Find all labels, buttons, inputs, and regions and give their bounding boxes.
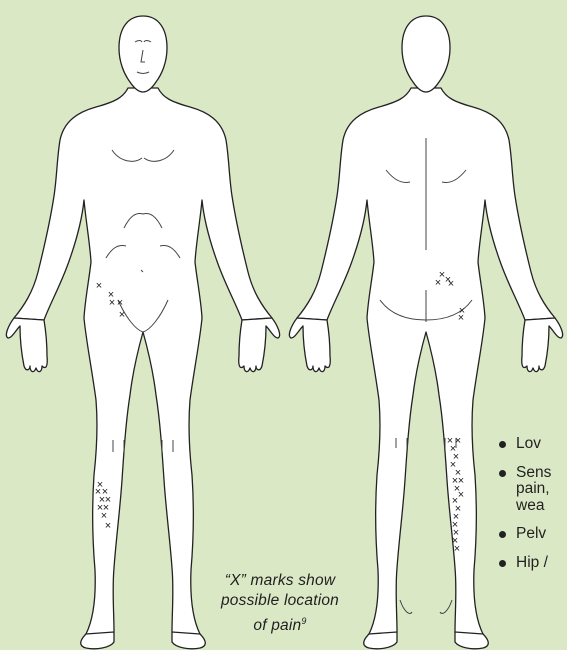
back-left-hand bbox=[289, 318, 330, 372]
x-mark: × bbox=[105, 520, 111, 532]
symptom-list: Lov Sens pain, wea Pelv Hip / bbox=[497, 436, 567, 583]
x-mark: × bbox=[117, 297, 123, 309]
back-head bbox=[402, 16, 450, 92]
front-right-hand bbox=[239, 318, 280, 372]
front-body bbox=[14, 88, 272, 638]
caption-line-3-text: of pain bbox=[253, 617, 301, 634]
x-mark: × bbox=[119, 309, 125, 321]
front-left-foot bbox=[81, 632, 114, 649]
x-mark: × bbox=[454, 543, 460, 555]
back-right-foot bbox=[455, 632, 488, 649]
x-mark: × bbox=[458, 312, 464, 324]
caption-line-3: of pain9 bbox=[190, 611, 370, 636]
front-head bbox=[119, 16, 167, 92]
caption-line-1: “X” marks show bbox=[190, 571, 370, 591]
x-mark: × bbox=[435, 277, 441, 289]
x-mark: × bbox=[96, 280, 102, 292]
symptom-item-hip: Hip / bbox=[497, 555, 567, 572]
x-mark: × bbox=[458, 489, 464, 501]
x-mark: × bbox=[109, 297, 115, 309]
caption-line-2: possible location bbox=[190, 591, 370, 611]
back-right-hand bbox=[522, 318, 563, 372]
front-left-hand bbox=[6, 318, 47, 372]
pain-caption: “X” marks show possible location of pain… bbox=[190, 571, 370, 636]
footnote-ref: 9 bbox=[301, 616, 306, 626]
x-mark: × bbox=[448, 278, 454, 290]
symptom-item-lower: Lov bbox=[497, 436, 567, 453]
symptom-item-sensation: Sens pain, wea bbox=[497, 465, 567, 515]
symptom-item-pelvis: Pelv bbox=[497, 526, 567, 543]
